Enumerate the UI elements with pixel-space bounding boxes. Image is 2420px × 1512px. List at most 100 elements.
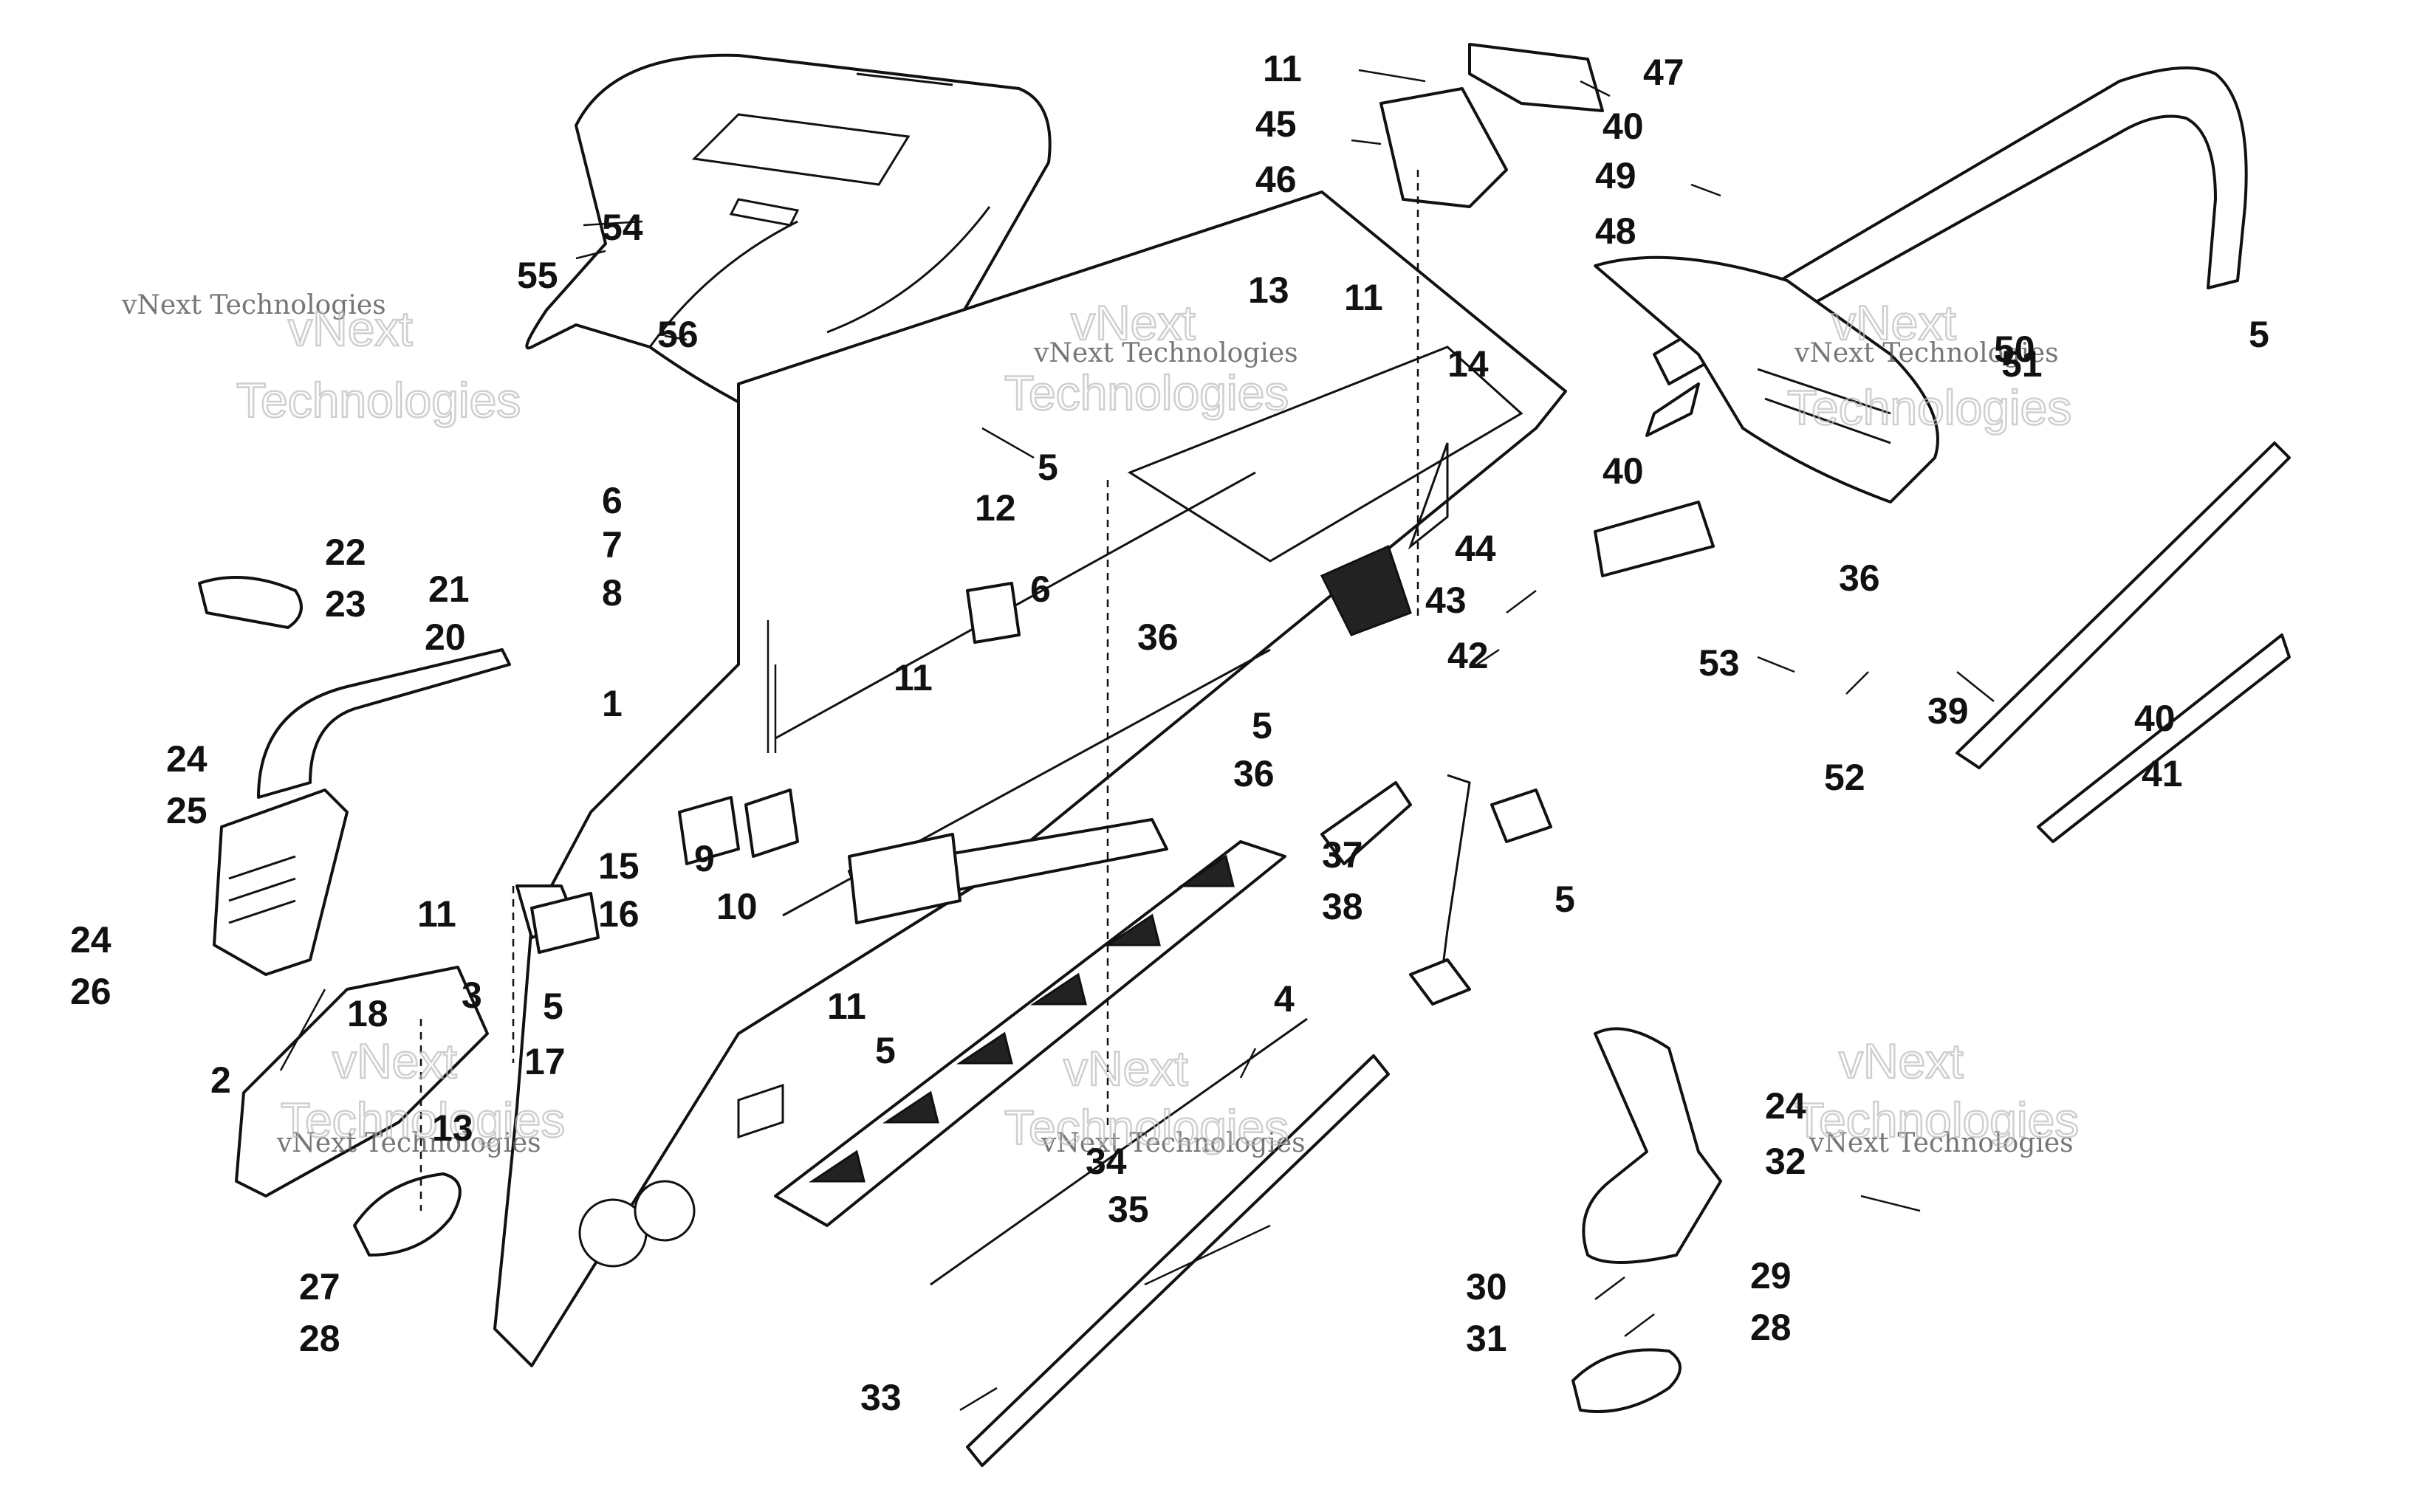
callout-5: 5 [1555, 879, 1575, 920]
tail-light-part [1379, 43, 1604, 208]
callout-11: 11 [1263, 48, 1302, 89]
watermark-logo: vNext [1839, 1034, 1964, 1088]
callout-48: 48 [1595, 210, 1636, 252]
callout-50: 50 [1994, 329, 2035, 370]
watermark-logo: vNext [288, 301, 413, 356]
callout-11: 11 [827, 986, 866, 1027]
callout-40: 40 [1603, 450, 1644, 492]
callout-34: 34 [1086, 1141, 1127, 1182]
callout-55: 55 [517, 255, 558, 296]
callout-33: 33 [860, 1377, 902, 1418]
gusset-part [1320, 774, 1471, 1006]
rail-tube-part [930, 1017, 1390, 1467]
callout-40: 40 [2134, 698, 2176, 739]
callout-5: 5 [2249, 314, 2269, 355]
watermark-logo: vNext [1063, 1041, 1188, 1096]
callout-4: 4 [1274, 978, 1295, 1020]
callout-43: 43 [1425, 580, 1467, 621]
callout-28: 28 [299, 1318, 340, 1359]
callout-20: 20 [425, 616, 466, 658]
callout-21: 21 [428, 568, 470, 610]
watermark-text: vNext Technologies [1809, 1128, 2074, 1158]
callout-13: 13 [1248, 269, 1289, 311]
callout-32: 32 [1765, 1141, 1806, 1182]
leader-lines [279, 69, 1995, 1412]
callout-35: 35 [1108, 1189, 1149, 1230]
callout-5: 5 [1252, 705, 1272, 746]
callout-27: 27 [299, 1266, 340, 1307]
callout-6: 6 [1030, 568, 1051, 610]
callout-39: 39 [1927, 690, 1969, 732]
callout-36: 36 [1137, 616, 1179, 658]
watermark-logo: vNext [1831, 295, 1956, 350]
callout-24: 24 [1765, 1085, 1806, 1127]
rear-flap-part [1594, 255, 1939, 504]
handle-part [198, 576, 511, 799]
callout-42: 42 [1447, 635, 1489, 676]
callouts: 54 55 56 11 45 46 47 40 49 48 13 11 14 5… [70, 48, 2269, 1418]
watermark-text: vNext Technologies [1794, 338, 2059, 368]
callout-38: 38 [1322, 886, 1363, 927]
watermark-logo: vNext [332, 1034, 457, 1088]
callout-5: 5 [875, 1030, 896, 1071]
watermark-text: vNext Technologies [1041, 1128, 1306, 1158]
callout-45: 45 [1255, 103, 1297, 145]
callout-36: 36 [1233, 753, 1275, 794]
callout-54: 54 [602, 207, 643, 248]
callout-13: 13 [432, 1107, 473, 1149]
callout-2: 2 [210, 1059, 231, 1101]
callout-37: 37 [1322, 834, 1363, 876]
callout-29: 29 [1750, 1255, 1792, 1296]
callout-8: 8 [602, 572, 623, 614]
seat-part [525, 53, 1052, 479]
watermark-logo: Technologies [281, 1093, 565, 1147]
callout-25: 25 [166, 790, 208, 831]
callout-5: 5 [543, 986, 563, 1027]
callout-22: 22 [325, 532, 366, 573]
callout-10: 10 [716, 886, 758, 927]
callout-44: 44 [1455, 528, 1496, 569]
callout-11: 11 [1344, 277, 1383, 318]
callout-24: 24 [70, 919, 112, 961]
hardware-part [530, 582, 1552, 954]
watermark-logo: Technologies [1787, 380, 2071, 435]
callout-6: 6 [602, 480, 623, 521]
callout-49: 49 [1595, 155, 1636, 196]
callout-11: 11 [417, 893, 456, 935]
callout-47: 47 [1643, 52, 1684, 93]
callout-26: 26 [70, 971, 112, 1012]
watermark-logo: Technologies [1795, 1093, 2079, 1147]
callout-3: 3 [462, 975, 482, 1016]
watermark: vNext Technologies Technologies vNext vN… [121, 290, 2080, 1158]
callout-52: 52 [1824, 757, 1865, 798]
watermark-logo: vNext [1071, 295, 1196, 350]
callout-12: 12 [975, 487, 1016, 529]
side-rail-part [1955, 441, 2291, 843]
callout-1: 1 [602, 683, 623, 724]
callout-15: 15 [598, 845, 640, 887]
callout-5: 5 [1038, 447, 1058, 488]
callout-7: 7 [602, 524, 623, 566]
callout-17: 17 [524, 1041, 566, 1082]
callout-16: 16 [598, 893, 640, 935]
footrest-part [1571, 1027, 1722, 1413]
watermark-logo: Technologies [1004, 1100, 1289, 1155]
callout-9: 9 [694, 838, 715, 879]
callout-51: 51 [2001, 343, 2043, 385]
alignment-lines [419, 170, 1419, 1211]
watermark-text: vNext Technologies [276, 1128, 541, 1158]
callout-23: 23 [325, 583, 366, 625]
callout-14: 14 [1447, 343, 1489, 385]
watermark-logo: Technologies [236, 373, 521, 427]
callout-30: 30 [1466, 1266, 1507, 1307]
callout-56: 56 [657, 314, 699, 355]
callout-24: 24 [166, 738, 208, 780]
callout-11: 11 [894, 657, 933, 698]
callout-46: 46 [1255, 159, 1297, 200]
callout-18: 18 [347, 993, 388, 1034]
callout-28: 28 [1750, 1307, 1792, 1348]
watermark-text: vNext Technologies [1033, 338, 1298, 368]
callout-53: 53 [1699, 642, 1740, 684]
callout-41: 41 [2142, 753, 2183, 794]
